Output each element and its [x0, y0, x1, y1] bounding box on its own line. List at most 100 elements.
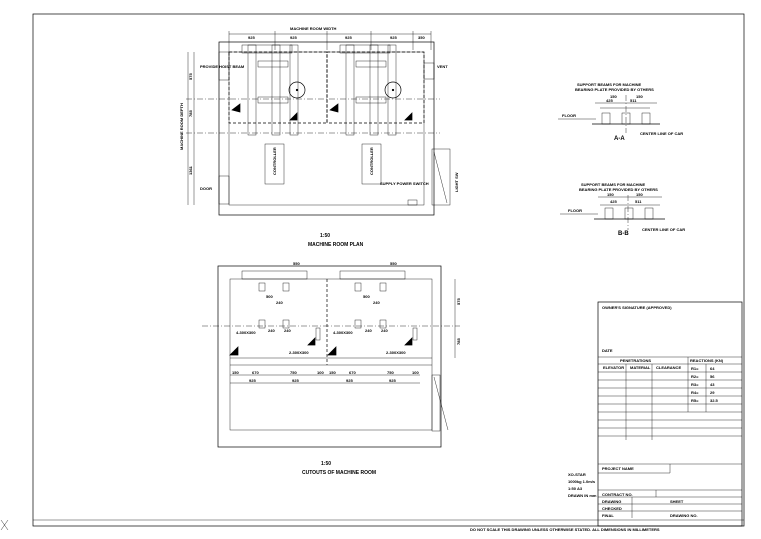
section-dim: 150	[610, 94, 617, 99]
penetrations-col: CLEARANCE	[656, 365, 681, 370]
section-dim: 150	[636, 94, 643, 99]
machine-unit-right: CONTROLLER	[326, 44, 425, 185]
plan-width-label: MACHINE ROOM WIDTH	[290, 26, 337, 31]
section-note: SUPPORT BEAMS FOR MACHINE	[577, 82, 642, 87]
section-note: BEARING PLATE PROVIDED BY OTHERS	[579, 187, 658, 192]
floor-label: FLOOR	[568, 208, 582, 213]
drawing-label: DRAWING	[602, 499, 621, 504]
traction-machine-icon	[384, 81, 402, 99]
section-note: BEARING PLATE PROVIDED BY OTHERS	[575, 87, 654, 92]
side-note: 1:50 A3	[568, 486, 583, 491]
owner-signature-label: OWNER'S SIGNATURE (APPROVED)	[602, 305, 672, 310]
center-line-label: CENTER LINE OF CAR	[642, 227, 685, 232]
cutouts-scale: 1:50	[321, 461, 331, 467]
cutout-side-dim: 785	[456, 338, 461, 345]
plan-dim: 925	[248, 35, 255, 40]
penetrations-col: ELEVATOR	[603, 365, 624, 370]
cutout-dim: 750	[387, 370, 394, 375]
title-block: OWNER'S SIGNATURE (APPROVED) DATE PENETR…	[568, 301, 743, 527]
cutout-dim: 925	[292, 378, 299, 383]
controller-label: CONTROLLER	[272, 147, 277, 175]
sheet-label: SHEET	[670, 499, 684, 504]
plan-dim: 350	[418, 35, 425, 40]
cutout-dim: 240	[381, 328, 388, 333]
hole-label: 2-300X300	[289, 350, 309, 355]
section-dim: 150	[636, 192, 643, 197]
plan-dim: 925	[290, 35, 297, 40]
plan-note: LIGHT SW	[454, 172, 459, 192]
section-name: A-A	[614, 136, 625, 142]
section-dim: 425	[610, 199, 617, 204]
plan-side-dim: 575	[188, 73, 193, 80]
cutout-dim: 240	[284, 328, 291, 333]
floor-label: FLOOR	[562, 113, 576, 118]
sheet-border	[32, 13, 745, 527]
cutout-dim: 150	[232, 370, 239, 375]
checked-label: CHECKED	[602, 506, 622, 511]
reaction-key: R3=	[691, 382, 699, 387]
cutout-side-dim: 575	[456, 298, 461, 305]
section-name: B-B	[618, 231, 629, 237]
center-line-label: CENTER LINE OF CAR	[640, 131, 683, 136]
final-label: FINAL	[602, 513, 614, 518]
section-a-a: SUPPORT BEAMS FOR MACHINE BEARING PLATE …	[558, 82, 683, 142]
section-dim: 511	[635, 199, 642, 204]
cutout-group-left: 550 500 240 240 240 4-300X300 2-300X300 …	[229, 261, 327, 384]
reaction-value: 56	[710, 374, 715, 379]
reaction-key: R1=	[691, 366, 699, 371]
side-note: 1000kg 1.0m/s	[568, 479, 596, 484]
plan-scale: 1:50	[320, 233, 330, 239]
cutout-dim: 750	[290, 370, 297, 375]
drawing-no-label: DRAWING NO.	[670, 513, 698, 518]
cutout-dim: 500	[266, 294, 273, 299]
cutout-dim: 670	[252, 370, 259, 375]
reaction-key: R2=	[691, 374, 699, 379]
side-note: DRAWN IN mm	[568, 493, 597, 498]
side-note: XO-STAR	[568, 472, 586, 477]
footer-note: DO NOT SCALE THIS DRAWING UNLESS OTHERWI…	[470, 527, 660, 532]
cutout-dim: 925	[389, 378, 396, 383]
cutout-dim: 670	[349, 370, 356, 375]
project-name-label: PROJECT NAME	[602, 466, 634, 471]
plan-dim: 925	[390, 35, 397, 40]
reactions-header: REACTIONS (KN)	[690, 358, 724, 363]
cutout-label: 550	[293, 261, 300, 266]
penetrations-header: PENETRATIONS	[620, 358, 651, 363]
section-dim: 511	[630, 98, 637, 103]
reaction-value: 29	[710, 390, 715, 395]
reaction-value: 43	[710, 382, 715, 387]
plan-note: SUPPLY POWER SWITCH	[380, 181, 429, 186]
contract-no-label: CONTRACT NO.	[602, 492, 633, 497]
cutout-dim: 100	[412, 370, 419, 375]
date-label: DATE	[602, 348, 613, 353]
hole-label: 4-300X300	[333, 330, 353, 335]
cutout-dim: 150	[329, 370, 336, 375]
corner-mark	[0, 519, 9, 531]
reaction-key: R5=	[691, 398, 699, 403]
plan-depth-label: MACHINE ROOM DEPTH	[179, 103, 184, 150]
section-dim: 425	[606, 98, 613, 103]
cutout-dim: 100	[317, 370, 324, 375]
cutouts-caption: CUTOUTS OF MACHINE ROOM	[302, 470, 376, 476]
machine-unit-left: CONTROLLER	[228, 44, 328, 185]
cutout-dim: 925	[346, 378, 353, 383]
reaction-key: R4=	[691, 390, 699, 395]
plan-side-dim: 785	[188, 110, 193, 117]
cutout-group-right: 550 500 240 240 240 4-300X300 2-300X300 …	[327, 261, 420, 384]
plan-side-dim: 1361	[188, 165, 193, 175]
plan-note: PROVIDE HOIST BEAM	[200, 64, 245, 69]
hole-label: 4-300X300	[236, 330, 256, 335]
penetrations-col: MATERIAL	[630, 365, 651, 370]
cutout-dim: 240	[276, 300, 283, 305]
cutout-dim: 500	[363, 294, 370, 299]
section-dim: 150	[607, 192, 614, 197]
cutout-dim: 240	[365, 328, 372, 333]
reaction-value: 64	[710, 366, 715, 371]
cutout-label: 550	[390, 261, 397, 266]
reaction-value: 32.5	[710, 398, 719, 403]
cutouts-plan: 575 785 550 500 240 240 240 4-300X300 2-…	[202, 261, 461, 476]
controller-label: CONTROLLER	[369, 147, 374, 175]
cutout-dim: 240	[268, 328, 275, 333]
hole-label: 2-300X300	[386, 350, 406, 355]
